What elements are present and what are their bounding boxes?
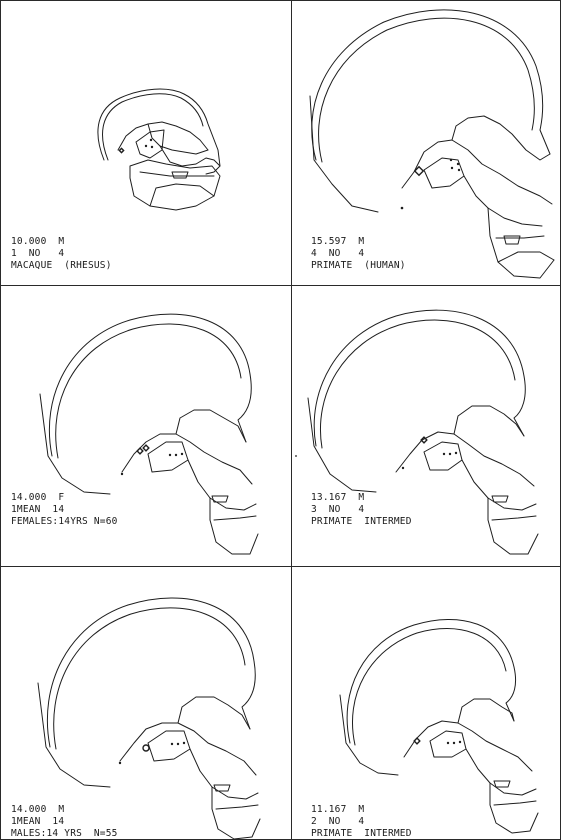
panel-females-value: 14.000 F bbox=[11, 492, 64, 503]
panel-macaque-value: 10.000 M bbox=[11, 236, 64, 247]
skull-drawing-intermediate-11 bbox=[292, 567, 561, 840]
panel-intermediate-13-value: 13.167 M bbox=[311, 492, 364, 503]
panel-intermediate-11: 11.167 M 2 NO 4 PRIMATE INTERMED bbox=[292, 567, 561, 840]
panel-males-14yrs: 14.000 M 1MEAN 14 MALES:14 YRS N=55 bbox=[0, 567, 291, 840]
panel-males-label: MALES:14 YRS N=55 bbox=[11, 828, 118, 839]
skull-drawing-males bbox=[0, 567, 291, 840]
panel-females-label: FEMALES:14YRS N=60 bbox=[11, 516, 118, 527]
panel-human-label: PRIMATE (HUMAN) bbox=[311, 260, 406, 271]
panel-intermediate-13-count: 3 NO 4 bbox=[311, 504, 364, 515]
panel-macaque-label: MACAQUE (RHESUS) bbox=[11, 260, 112, 271]
panel-macaque-count: 1 NO 4 bbox=[11, 248, 64, 259]
panel-females-mean: 1MEAN 14 bbox=[11, 504, 64, 515]
panel-human: 15.597 M 4 NO 4 PRIMATE (HUMAN) bbox=[292, 0, 561, 285]
panel-males-value: 14.000 M bbox=[11, 804, 64, 815]
panel-intermediate-13-label: PRIMATE INTERMED bbox=[311, 516, 412, 527]
panel-human-count: 4 NO 4 bbox=[311, 248, 364, 259]
panel-human-value: 15.597 M bbox=[311, 236, 364, 247]
panel-intermediate-11-label: PRIMATE INTERMED bbox=[311, 828, 412, 839]
panel-intermediate-11-count: 2 NO 4 bbox=[311, 816, 364, 827]
panel-females-14yrs: 14.000 F 1MEAN 14 FEMALES:14YRS N=60 bbox=[0, 286, 291, 566]
panel-macaque: 10.000 M 1 NO 4 MACAQUE (RHESUS) bbox=[0, 0, 291, 285]
panel-males-mean: 1MEAN 14 bbox=[11, 816, 64, 827]
panel-intermediate-13: 13.167 M 3 NO 4 PRIMATE INTERMED bbox=[292, 286, 561, 566]
panel-intermediate-11-value: 11.167 M bbox=[311, 804, 364, 815]
